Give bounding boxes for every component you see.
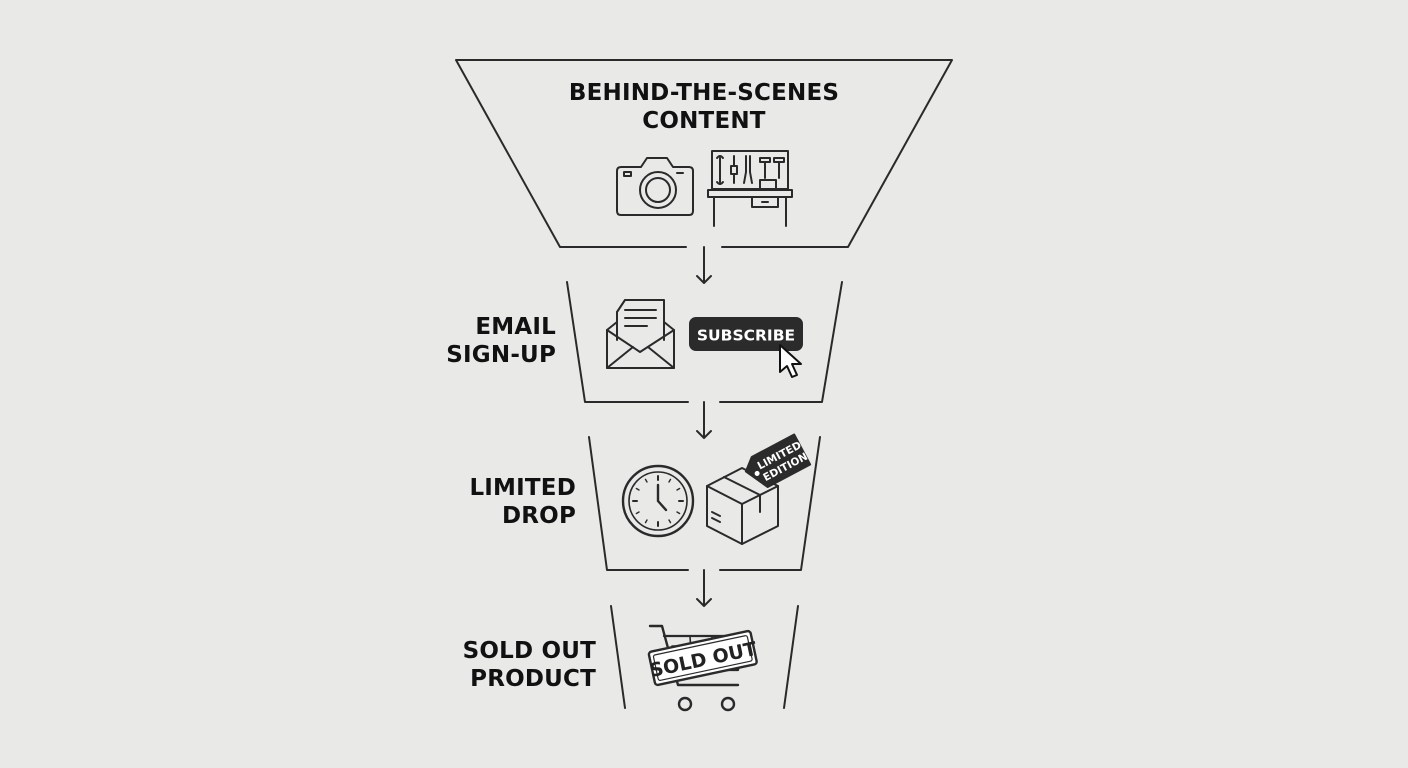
stage-label-line: LIMITED: [469, 475, 576, 501]
stage-label-behind-the-scenes: BEHIND-THE-SCENES CONTENT: [554, 79, 854, 135]
stage-label-line: PRODUCT: [470, 666, 596, 692]
subscribe-button-label: SUBSCRIBE: [697, 327, 795, 345]
stage-label-limited-drop: LIMITED DROP: [420, 474, 576, 530]
stage-label-line: SIGN-UP: [446, 342, 556, 368]
envelope-icon: [606, 299, 675, 369]
camera-icon: [616, 157, 694, 216]
stage-label-line: CONTENT: [642, 108, 766, 134]
funnel-stage-sold-out: [610, 605, 799, 709]
stage-label-line: BEHIND-THE-SCENES: [568, 80, 840, 106]
limited-edition-tag: LIMITED EDITION: [744, 433, 812, 489]
stage-label-sold-out: SOLD OUT PRODUCT: [420, 637, 596, 693]
subscribe-button-graphic: [689, 317, 803, 351]
cursor-icon: [779, 344, 802, 378]
arrow-down-icon: [696, 569, 712, 607]
arrow-down-icon: [696, 246, 712, 284]
stage-label-line: SOLD OUT: [462, 638, 596, 664]
workbench-icon: [707, 150, 793, 227]
stage-label-line: EMAIL: [475, 314, 556, 340]
sold-out-stamp: SOLD OUT: [648, 629, 759, 687]
box-icon: [706, 467, 779, 545]
clock-icon: [621, 464, 695, 538]
stage-label-email-signup: EMAIL SIGN-UP: [400, 313, 556, 369]
funnel-stage-behind-the-scenes: [455, 59, 953, 248]
funnel-stage-limited-drop: [588, 436, 821, 571]
funnel-stage-email-signup: [566, 281, 843, 403]
arrow-down-icon: [696, 401, 712, 439]
stage-label-line: DROP: [501, 503, 576, 529]
